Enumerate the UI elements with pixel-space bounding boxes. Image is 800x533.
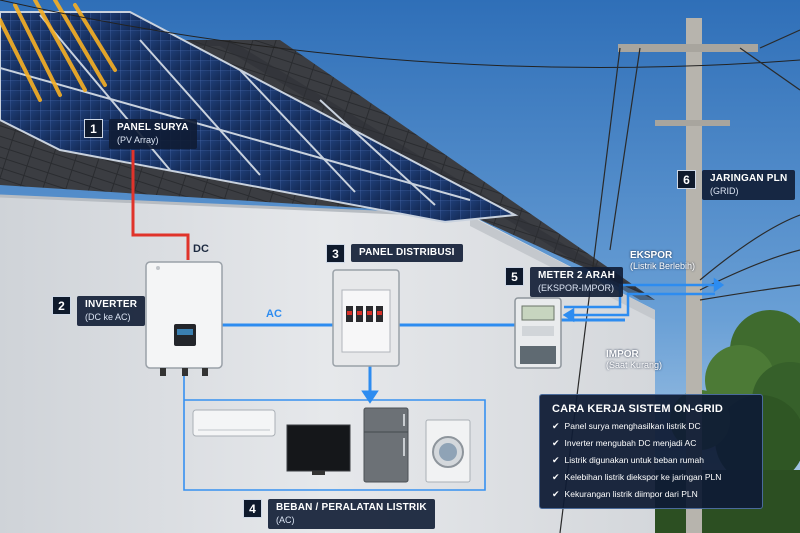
info-title: CARA KERJA SISTEM ON-GRID xyxy=(552,403,724,415)
label-subtitle: (EKSPOR-IMPOR) xyxy=(538,283,615,293)
label-jaringan-pln: 6 JARINGAN PLN (GRID) xyxy=(677,170,796,200)
label-title: JARINGAN PLN xyxy=(710,173,788,184)
check-icon: ✔ xyxy=(552,421,560,431)
distribution-panel-device xyxy=(332,269,400,367)
label-beban: 4 BEBAN / PERALATAN LISTRIK (AC) xyxy=(243,499,435,529)
info-item: ✔ Inverter mengubah DC menjadi AC xyxy=(552,438,752,449)
info-list: ✔ Panel surya menghasilkan listrik DC ✔ In… xyxy=(552,421,752,500)
label-title: PANEL DISTRIBUSI xyxy=(359,247,455,258)
label-number: 1 xyxy=(84,119,103,138)
solar-panels xyxy=(0,11,519,224)
sun-rays-icon xyxy=(0,0,117,102)
ac-wires xyxy=(183,318,625,491)
check-icon: ✔ xyxy=(552,489,560,499)
label-number: 6 xyxy=(677,170,696,189)
export-title: EKSPOR xyxy=(630,250,673,261)
flow-label-ac: AC xyxy=(266,308,282,320)
label-panel-distribusi: 3 PANEL DISTRIBUSI xyxy=(326,244,463,263)
label-title: PANEL SURYA xyxy=(117,122,189,133)
info-item-text: Kelebihan listrik diekspor ke jaringan P… xyxy=(564,472,722,482)
flow-label-dc: DC xyxy=(193,243,209,255)
label-number: 3 xyxy=(326,244,345,263)
import-subtitle: (Saat Kurang) xyxy=(606,360,663,370)
check-icon: ✔ xyxy=(552,472,560,482)
appliances xyxy=(192,407,471,483)
info-item: ✔ Panel surya menghasilkan listrik DC xyxy=(552,421,752,432)
info-item-text: Inverter mengubah DC menjadi AC xyxy=(564,438,697,448)
info-item: ✔ Kelebihan listrik diekspor ke jaringan … xyxy=(552,472,752,483)
label-inverter: 2 INVERTER (DC ke AC) xyxy=(52,296,146,326)
label-subtitle: (DC ke AC) xyxy=(85,312,131,322)
label-meter: 5 METER 2 ARAH (EKSPOR-IMPOR) xyxy=(505,267,624,297)
label-panel-surya: 1 PANEL SURYA (PV Array) xyxy=(84,119,197,149)
info-item: ✔ Listrik digunakan untuk beban rumah xyxy=(552,455,752,466)
label-number: 2 xyxy=(52,296,71,315)
flow-label-import: IMPOR (Saat Kurang) xyxy=(606,349,662,370)
info-box: CARA KERJA SISTEM ON-GRID ✔ Panel surya m… xyxy=(539,394,763,509)
label-number: 5 xyxy=(505,267,524,286)
meter-device xyxy=(514,297,562,369)
label-subtitle: (GRID) xyxy=(710,186,739,196)
info-item-text: Kekurangan listrik diimpor dari PLN xyxy=(564,489,698,499)
flow-label-export: EKSPOR (Listrik Berlebih) xyxy=(630,250,695,271)
label-title: INVERTER xyxy=(85,299,138,310)
import-title: IMPOR xyxy=(606,349,639,360)
label-title: BEBAN / PERALATAN LISTRIK xyxy=(276,502,427,513)
inverter-device xyxy=(145,261,223,376)
check-icon: ✔ xyxy=(552,455,560,465)
info-item-text: Panel surya menghasilkan listrik DC xyxy=(564,421,701,431)
export-subtitle: (Listrik Berlebih) xyxy=(630,261,696,271)
dc-wire xyxy=(131,150,190,260)
label-subtitle: (AC) xyxy=(276,515,295,525)
info-item: ✔ Kekurangan listrik diimpor dari PLN xyxy=(552,489,752,500)
label-title: METER 2 ARAH xyxy=(538,270,616,281)
label-subtitle: (PV Array) xyxy=(117,135,159,145)
label-number: 4 xyxy=(243,499,262,518)
info-item-text: Listrik digunakan untuk beban rumah xyxy=(564,455,704,465)
check-icon: ✔ xyxy=(552,438,560,448)
